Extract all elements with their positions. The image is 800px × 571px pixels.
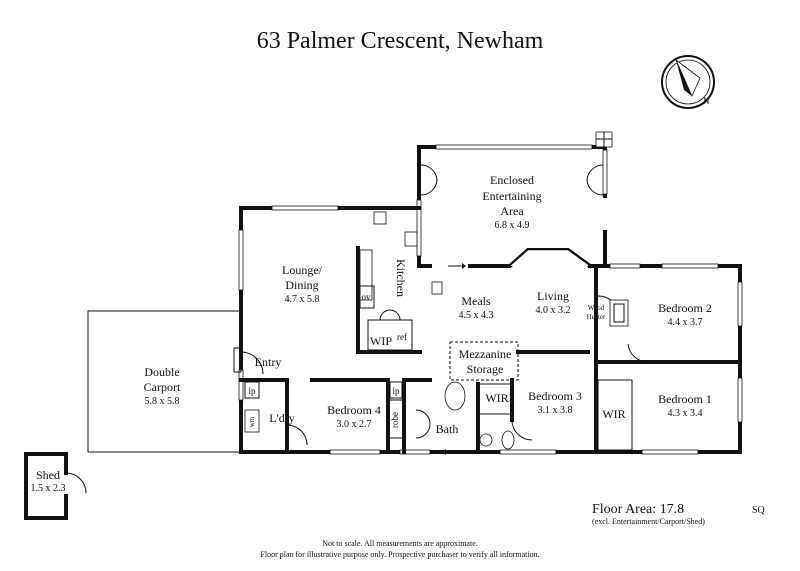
compass-north-label: N	[703, 96, 710, 106]
fixture-labels: WIP ref ov lp lp wm robe WIR WIR Wood He…	[248, 292, 626, 428]
bath-label: Bath	[436, 422, 459, 436]
lounge-label-1: Lounge/	[282, 263, 323, 277]
wir-label-bedroom1: WIR	[602, 407, 625, 421]
living-dims: 4.0 x 3.2	[536, 305, 571, 316]
mezzanine-label-1: Mezzanine	[459, 347, 512, 361]
lounge-label-2: Dining	[285, 278, 318, 292]
kitchen-label: Kitchen	[394, 259, 408, 297]
carport-label-2: Carport	[144, 380, 181, 394]
wood-heater-label-1: Wood	[588, 304, 605, 312]
mezzanine-label-2: Storage	[467, 362, 504, 376]
bedroom2-label: Bedroom 2	[658, 301, 712, 315]
laundry-label: L'dry	[269, 411, 295, 425]
linen-press-label-1: lp	[248, 386, 256, 396]
entertaining-area-walls	[416, 131, 613, 269]
enclosed-label-1: Enclosed	[490, 173, 534, 187]
bedroom4-label: Bedroom 4	[327, 403, 381, 417]
enclosed-dims: 6.8 x 4.9	[495, 220, 530, 231]
living-label: Living	[537, 289, 569, 303]
shed-dims: 1.5 x 2.3	[31, 483, 66, 494]
enclosed-label-3: Area	[500, 204, 524, 218]
washing-machine-label: wm	[248, 416, 256, 427]
bedroom1-label: Bedroom 1	[658, 392, 712, 406]
bedroom1-dims: 4.3 x 3.4	[668, 408, 703, 419]
carport-outline	[87, 310, 241, 453]
enclosed-label-2: Entertaining	[482, 189, 541, 203]
bedroom2-dims: 4.4 x 3.7	[668, 317, 703, 328]
bedroom3-dims: 3.1 x 3.8	[538, 405, 573, 416]
carport-dims: 5.8 x 5.8	[145, 396, 180, 407]
shed-outline	[24, 452, 87, 520]
meals-label: Meals	[461, 294, 491, 308]
floor-area-label: Floor Area: 17.8	[592, 502, 684, 517]
page-title: 63 Palmer Crescent, Newham	[257, 28, 544, 54]
linen-press-label-2: lp	[392, 386, 400, 396]
wir-label-bedroom3: WIR	[485, 391, 508, 405]
entry-label: Entry	[255, 355, 282, 369]
floor-area-note: (excl. Entertainment/Carport/Shed)	[592, 517, 705, 526]
disclaimer-line-2: Floor plan for illustrative purpose only…	[260, 550, 539, 559]
floor-area-unit: SQ	[752, 505, 766, 516]
disclaimer-line-1: Not to scale. All measurements are appro…	[322, 539, 478, 548]
meals-dims: 4.5 x 4.3	[459, 310, 494, 321]
bedroom4-dims: 3.0 x 2.7	[337, 419, 372, 430]
ref-label: ref	[397, 332, 407, 342]
interior-walls	[233, 211, 742, 454]
oven-label: ov	[362, 292, 372, 302]
carport-label-1: Double	[144, 365, 179, 379]
wip-label: WIP	[370, 334, 392, 348]
robe-label: robe	[390, 412, 400, 428]
compass-icon: N	[661, 55, 715, 109]
wood-heater-label-2: Heater	[587, 313, 606, 321]
shed-label: Shed	[36, 468, 60, 482]
house-outer-walls	[238, 205, 743, 455]
room-labels: Enclosed Entertaining Area 6.8 x 4.9 Lou…	[31, 173, 712, 494]
bedroom3-label: Bedroom 3	[528, 389, 582, 403]
floor-area-block: Floor Area: 17.8 SQ (excl. Entertainment…	[592, 502, 766, 526]
lounge-dims: 4.7 x 5.8	[285, 294, 320, 305]
